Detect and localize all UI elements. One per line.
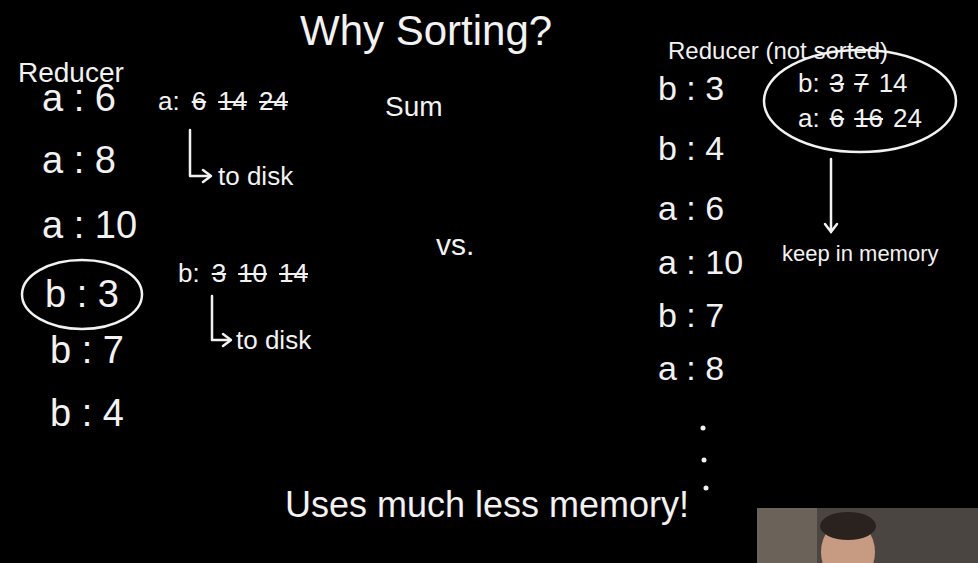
node-text: 24 xyxy=(893,103,922,134)
key-value: b : 4 xyxy=(658,130,724,167)
crossed-value: 6 xyxy=(830,103,844,134)
key-label: a: xyxy=(158,86,180,117)
crossed-value: 7 xyxy=(854,68,868,99)
note-text: vs. xyxy=(436,228,474,261)
crossed-value: 10 xyxy=(238,258,267,289)
ellipse-outline-path xyxy=(764,50,956,152)
key-value: b : 7 xyxy=(50,330,124,372)
leader-arrow xyxy=(825,159,837,232)
webcam-inset xyxy=(757,508,978,563)
key-value: b : 7 xyxy=(658,297,724,334)
key-value: a : 8 xyxy=(42,140,116,182)
key-value: a : 6 xyxy=(42,78,116,120)
diagram-title: Why Sorting? xyxy=(300,8,552,54)
text-row: a: 6 16 24 xyxy=(798,103,922,134)
hook-arrow xyxy=(190,130,210,176)
ellipse-outline xyxy=(762,48,958,154)
key-label: b: xyxy=(178,258,200,289)
crossed-value: 16 xyxy=(854,103,883,134)
crossed-value: 3 xyxy=(830,68,844,99)
key-value: a : 6 xyxy=(658,190,724,227)
conclusion-text: Uses much less memory! xyxy=(285,485,689,525)
ellipse-outline-path xyxy=(22,260,142,329)
note-text: to disk xyxy=(218,162,293,191)
key-value: a : 8 xyxy=(658,350,724,387)
node-text: b : 3 xyxy=(45,273,119,316)
crossed-value: 14 xyxy=(279,258,308,289)
circled-entry: b : 3 xyxy=(20,258,144,331)
hook-arrow xyxy=(212,296,230,340)
crossed-value: 14 xyxy=(218,86,247,117)
key-value: a : 10 xyxy=(658,244,743,281)
ellipsis-dot xyxy=(702,458,707,463)
partial-sums: b: 3 10 14 xyxy=(178,258,308,289)
webcam-hair xyxy=(820,512,876,540)
memory-bubble: b: 37 14 a: 6 16 24 xyxy=(762,48,958,154)
node-text: 14 xyxy=(879,68,908,99)
crossed-value: 6 xyxy=(192,86,206,117)
key-value: b : 4 xyxy=(50,393,124,435)
arrow-head xyxy=(203,170,211,182)
text-row: b: 37 14 xyxy=(798,68,922,99)
webcam-wall xyxy=(757,508,817,563)
note-text: Sum xyxy=(385,92,443,123)
node-text: b: xyxy=(798,68,820,99)
text-row: b : 3 xyxy=(45,273,119,316)
crossed-value: 24 xyxy=(259,86,288,117)
key-value: b : 3 xyxy=(658,70,724,107)
arrow-head xyxy=(223,334,231,346)
node-content: b : 3 xyxy=(45,273,119,316)
note-text: keep in memory xyxy=(782,242,939,266)
ellipsis-dot xyxy=(701,426,706,431)
ellipsis-dot xyxy=(704,486,709,491)
crossed-value: 3 xyxy=(212,258,226,289)
partial-sums: a: 6 14 24 xyxy=(158,86,288,117)
leader-arrow-path xyxy=(825,159,837,232)
key-value: a : 10 xyxy=(42,205,137,247)
note-text: to disk xyxy=(236,326,311,355)
node-text: a: xyxy=(798,103,820,134)
node-content: b: 37 14 a: 6 16 24 xyxy=(798,68,922,134)
